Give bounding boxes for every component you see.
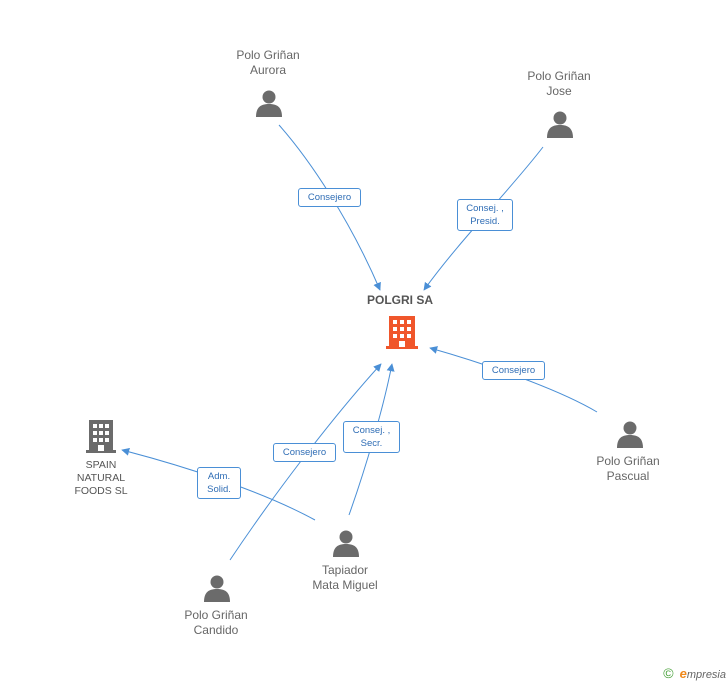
relation-role: Secr. bbox=[360, 438, 383, 449]
person-name-line: Mata Miguel bbox=[312, 578, 378, 592]
relation-label-tapiador[interactable]: Consej. , Secr. bbox=[343, 421, 400, 453]
person-name-line: Polo Griñan bbox=[527, 69, 591, 83]
relation-role: Adm. bbox=[207, 471, 231, 482]
person-icon bbox=[256, 90, 282, 117]
company-name: POLGRI SA bbox=[366, 293, 433, 307]
person-icon bbox=[204, 575, 230, 602]
person-name-line: Polo Griñan bbox=[184, 608, 248, 622]
edge-pascual-polgri bbox=[429, 346, 598, 413]
brand-name: mpresia bbox=[686, 669, 726, 681]
person-node-pascual[interactable]: Polo Griñan Pascual bbox=[572, 454, 684, 484]
person-name-line: Aurora bbox=[249, 63, 287, 77]
person-icon bbox=[547, 111, 573, 138]
relation-label-candido[interactable]: Consejero bbox=[273, 443, 336, 462]
relation-role: Presid. bbox=[470, 216, 500, 227]
company-name-line: FOODS SL bbox=[74, 485, 128, 497]
relation-label-jose[interactable]: Consej. , Presid. bbox=[457, 199, 513, 231]
person-name-line: Pascual bbox=[606, 469, 650, 483]
relation-label-spain[interactable]: Adm. Solid. bbox=[197, 467, 241, 499]
person-node-jose[interactable]: Polo Griñan Jose bbox=[503, 69, 615, 99]
brand-footer: © empresia bbox=[663, 665, 726, 681]
person-icon bbox=[333, 530, 359, 557]
company-node-main[interactable]: POLGRI SA bbox=[345, 293, 455, 308]
building-icon bbox=[86, 420, 116, 453]
relation-label-pascual[interactable]: Consejero bbox=[482, 361, 545, 380]
person-name-line: Jose bbox=[546, 84, 572, 98]
relation-role: Consej. , bbox=[352, 425, 391, 436]
edge-aurora-polgri bbox=[278, 124, 381, 291]
building-icon bbox=[386, 316, 418, 349]
relation-role: Solid. bbox=[207, 484, 231, 495]
company-name-line: SPAIN bbox=[85, 459, 117, 471]
relation-role: Consejero bbox=[307, 192, 352, 203]
person-icon bbox=[617, 421, 643, 448]
relation-role: Consejero bbox=[282, 447, 327, 458]
person-name-line: Tapiador bbox=[321, 563, 369, 577]
brand-logo: empresia bbox=[679, 666, 726, 681]
person-name-line: Candido bbox=[193, 623, 239, 637]
person-node-candido[interactable]: Polo Griñan Candido bbox=[160, 608, 272, 638]
company-node-secondary[interactable]: SPAIN NATURAL FOODS SL bbox=[55, 459, 147, 498]
company-name-line: NATURAL bbox=[76, 472, 126, 484]
person-node-tapiador[interactable]: Tapiador Mata Miguel bbox=[289, 563, 401, 593]
person-name-line: Polo Griñan bbox=[236, 48, 300, 62]
relation-role: Consej. , bbox=[466, 203, 504, 214]
brand-initial: e bbox=[679, 666, 687, 681]
relation-role: Consejero bbox=[491, 365, 536, 376]
copyright-symbol: © bbox=[663, 665, 674, 681]
relation-label-aurora[interactable]: Consejero bbox=[298, 188, 361, 207]
edge-candido-polgri bbox=[229, 363, 382, 561]
person-node-aurora[interactable]: Polo Griñan Aurora bbox=[212, 48, 324, 78]
person-name-line: Polo Griñan bbox=[596, 454, 660, 468]
